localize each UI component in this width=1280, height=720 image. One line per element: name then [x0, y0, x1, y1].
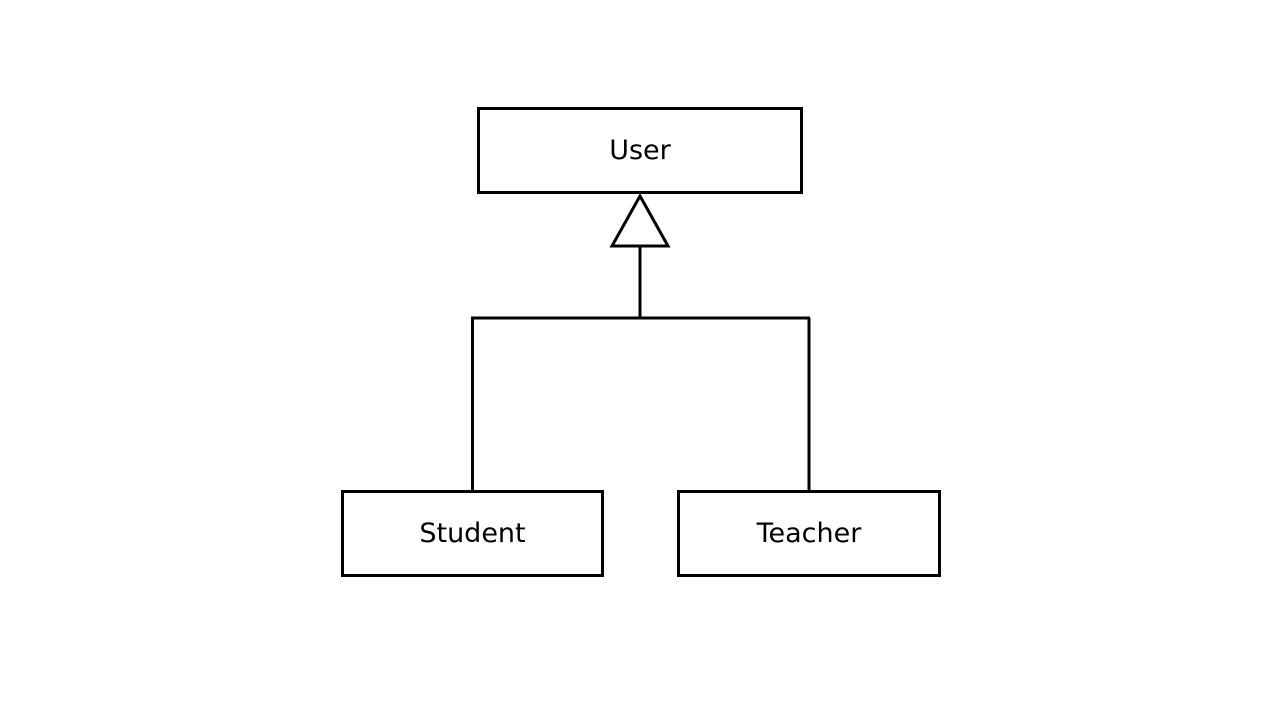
class-box-student[interactable]: Student: [341, 490, 604, 577]
class-name-student: Student: [419, 518, 526, 549]
generalization-arrowhead-icon: [609, 192, 671, 248]
class-box-user[interactable]: User: [477, 107, 803, 194]
class-box-teacher[interactable]: Teacher: [677, 490, 941, 577]
class-name-teacher: Teacher: [756, 518, 862, 549]
class-name-user: User: [609, 135, 671, 166]
